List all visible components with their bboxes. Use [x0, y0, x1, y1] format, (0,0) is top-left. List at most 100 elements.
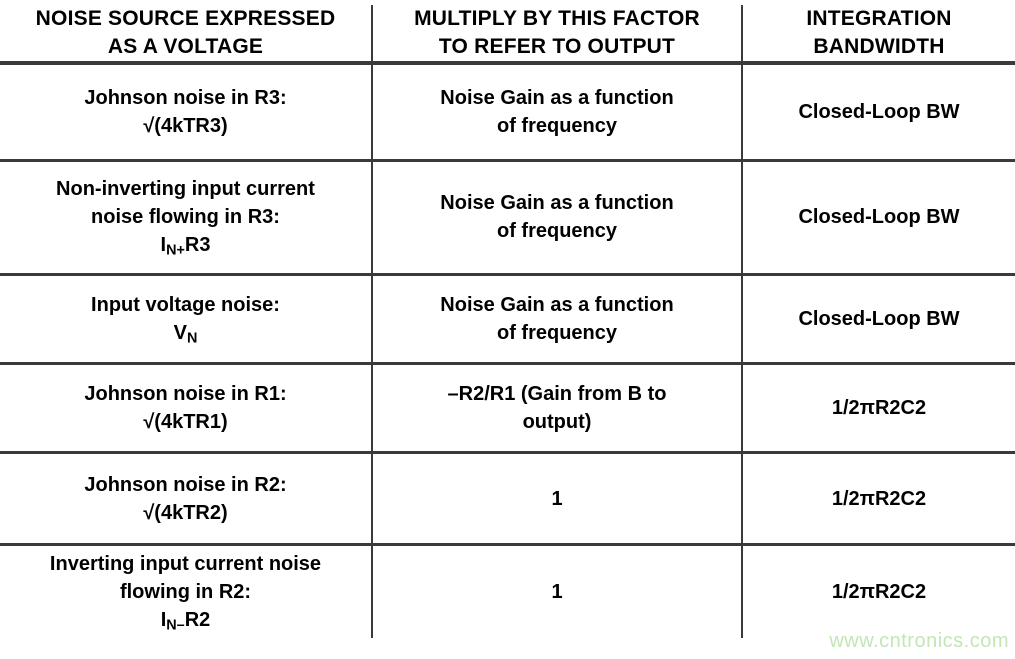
text-segment: noise flowing in R3:: [91, 206, 280, 229]
cell-line: of frequency: [379, 217, 735, 245]
cell-multiply-factor-row3: Noise Gain as a function of frequency: [371, 274, 742, 365]
cell-multiply-factor-row4: –R2/R1 (Gain from B to output): [371, 363, 742, 454]
text-segment: Johnson noise in R3:: [84, 86, 287, 109]
cell-line: 1/2πR2C2: [749, 485, 1009, 513]
text-segment: Input voltage noise:: [91, 293, 280, 316]
text-segment: √(4kTR3): [143, 114, 228, 137]
cell-integration-bandwidth-row2: Closed-Loop BW: [741, 160, 1015, 276]
cell-line: 1: [379, 578, 735, 606]
cell-line: Input voltage noise:: [6, 291, 365, 319]
text-segment: 1/2πR2C2: [831, 396, 927, 419]
text-segment: Inverting input current noise: [49, 553, 322, 576]
text-segment: Johnson noise in R2:: [84, 473, 287, 496]
cell-noise-source-row5: Johnson noise in R2: √(4kTR2): [0, 452, 372, 547]
table-row: Johnson noise in R1: √(4kTR1) –R2/R1 (Gain…: [0, 363, 1015, 454]
cell-noise-source-row1: Johnson noise in R3: √(4kTR3): [0, 63, 372, 162]
cell-line: Johnson noise in R1:: [6, 380, 365, 408]
cell-line: Johnson noise in R2:: [6, 471, 365, 499]
text-segment: TO REFER TO OUTPUT: [438, 35, 676, 58]
text-segment: of frequency: [496, 220, 618, 243]
cell-line: Closed-Loop BW: [749, 305, 1009, 333]
noise-table: NOISE SOURCE EXPRESSED AS A VOLTAGE MULTIP…: [0, 5, 1015, 638]
cell-multiply-factor-row1: Noise Gain as a function of frequency: [371, 63, 742, 162]
table-head: NOISE SOURCE EXPRESSED AS A VOLTAGE MULTIP…: [0, 5, 1015, 65]
cell-line: IN+R3: [6, 231, 365, 259]
text-segment: √(4kTR2): [143, 501, 228, 524]
watermark-text: www.cntronics.com: [829, 630, 1009, 652]
cell-noise-source-row4: Johnson noise in R1: √(4kTR1): [0, 363, 372, 454]
column-header-noise-source: NOISE SOURCE EXPRESSED AS A VOLTAGE: [0, 5, 372, 65]
text-segment: Closed-Loop BW: [798, 100, 960, 123]
table-row: Johnson noise in R2: √(4kTR2) 1 1/2πR2C2: [0, 452, 1015, 547]
cell-line-header: INTEGRATION: [749, 5, 1009, 33]
cell-line: 1/2πR2C2: [749, 578, 1009, 606]
text-segment: Noise Gain as a function: [440, 86, 674, 109]
text-segment: NOISE SOURCE EXPRESSED: [35, 7, 336, 30]
cell-line: Johnson noise in R3:: [6, 84, 365, 112]
table-body: Johnson noise in R3: √(4kTR3) Noise Gain a…: [0, 63, 1015, 638]
text-segment: 1: [551, 487, 563, 510]
cell-line-header: NOISE SOURCE EXPRESSED: [6, 5, 365, 33]
cell-line: flowing in R2:: [6, 578, 365, 606]
cell-integration-bandwidth-row5: 1/2πR2C2: [741, 452, 1015, 547]
cell-line-header: TO REFER TO OUTPUT: [379, 33, 735, 61]
cell-line: Noise Gain as a function: [379, 291, 735, 319]
text-segment: MULTIPLY BY THIS FACTOR: [414, 7, 700, 30]
cell-integration-bandwidth-row6: 1/2πR2C2: [741, 544, 1015, 638]
text-segment: 1/2πR2C2: [831, 487, 927, 510]
text-segment: output): [522, 410, 592, 433]
cell-line-header: MULTIPLY BY THIS FACTOR: [379, 5, 735, 33]
cell-line: noise flowing in R3:: [6, 203, 365, 231]
cell-integration-bandwidth-row3: Closed-Loop BW: [741, 274, 1015, 365]
cell-line: Closed-Loop BW: [749, 98, 1009, 126]
text-segment: R3: [184, 234, 211, 257]
cell-line: –R2/R1 (Gain from B to: [379, 380, 735, 408]
cell-multiply-factor-row6: 1: [371, 544, 742, 638]
text-segment: Noise Gain as a function: [440, 293, 674, 316]
cell-line: √(4kTR3): [6, 112, 365, 140]
text-segment: –R2/R1 (Gain from B to: [447, 382, 667, 405]
cell-line: Non-inverting input current: [6, 175, 365, 203]
cell-line: of frequency: [379, 319, 735, 347]
text-segment: V: [173, 321, 187, 344]
cell-multiply-factor-row5: 1: [371, 452, 742, 547]
text-segment: √(4kTR1): [143, 410, 228, 433]
subscript-text: N: [186, 330, 198, 347]
cell-line: √(4kTR2): [6, 499, 365, 527]
text-segment: 1: [551, 581, 563, 604]
subscript-text: N+: [166, 242, 185, 259]
cell-line: output): [379, 408, 735, 436]
cell-line: Closed-Loop BW: [749, 203, 1009, 231]
cell-line-header: AS A VOLTAGE: [6, 33, 365, 61]
text-segment: Noise Gain as a function: [440, 192, 674, 215]
cell-line: 1: [379, 485, 735, 513]
table-row: Inverting input current noise flowing in …: [0, 544, 1015, 638]
text-segment: AS A VOLTAGE: [107, 35, 264, 58]
cell-integration-bandwidth-row1: Closed-Loop BW: [741, 63, 1015, 162]
text-segment: BANDWIDTH: [813, 35, 945, 58]
text-segment: flowing in R2:: [119, 581, 252, 604]
cell-line: Inverting input current noise: [6, 550, 365, 578]
text-segment: R2: [184, 609, 211, 632]
text-segment: Closed-Loop BW: [798, 206, 960, 229]
text-segment: of frequency: [496, 114, 618, 137]
cell-noise-source-row3: Input voltage noise: VN: [0, 274, 372, 365]
cell-line-header: BANDWIDTH: [749, 33, 1009, 61]
cell-noise-source-row6: Inverting input current noise flowing in …: [0, 545, 372, 638]
text-segment: Johnson noise in R1:: [84, 382, 287, 405]
table-row: Input voltage noise: VN Noise Gain as a fu…: [0, 274, 1015, 365]
subscript-text: N–: [166, 617, 185, 634]
header-row: NOISE SOURCE EXPRESSED AS A VOLTAGE MULTIP…: [0, 5, 1015, 65]
text-segment: I: [160, 234, 167, 257]
text-segment: I: [160, 609, 167, 632]
text-segment: Non-inverting input current: [56, 178, 315, 201]
cell-line: √(4kTR1): [6, 408, 365, 436]
text-segment: 1/2πR2C2: [831, 581, 927, 604]
cell-multiply-factor-row2: Noise Gain as a function of frequency: [371, 160, 742, 276]
table-row: Johnson noise in R3: √(4kTR3) Noise Gain a…: [0, 63, 1015, 162]
cell-noise-source-row2: Non-inverting input current noise flowing…: [0, 160, 372, 276]
text-segment: INTEGRATION: [806, 7, 952, 30]
cell-line: Noise Gain as a function: [379, 189, 735, 217]
cell-integration-bandwidth-row4: 1/2πR2C2: [741, 363, 1015, 454]
